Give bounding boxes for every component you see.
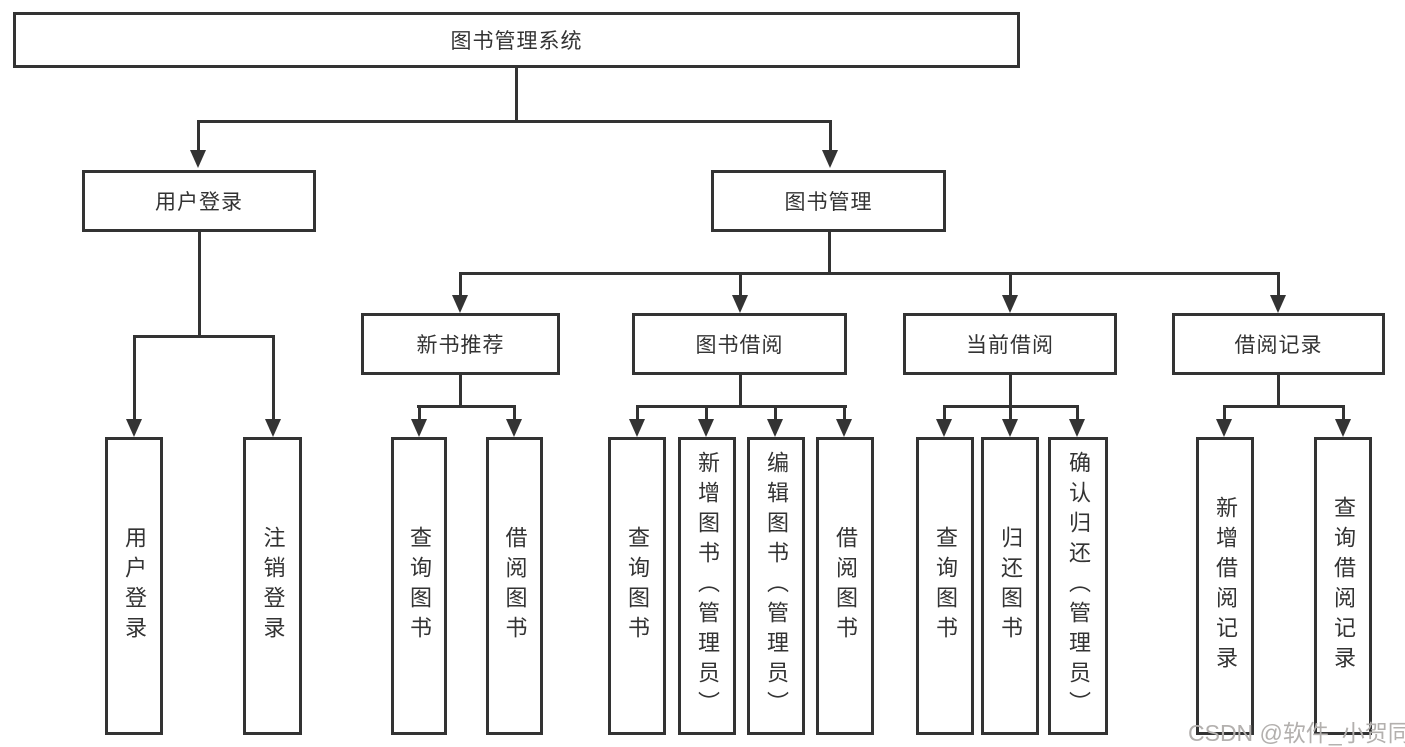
arrow-down-icon xyxy=(698,419,714,437)
node-query-borrow-record: 查询借阅记录 xyxy=(1314,437,1372,735)
node-query-book-borrow: 查询图书 xyxy=(608,437,666,735)
leaf-label: 注销登录 xyxy=(260,526,286,646)
arrow-down-icon xyxy=(506,419,522,437)
connector xyxy=(133,335,275,338)
leaf-label: 查询图书 xyxy=(625,526,650,646)
connector xyxy=(1342,405,1345,419)
node-new-book-recommend: 新书推荐 xyxy=(361,313,560,375)
node-add-book-admin: 新增图书（管理员） xyxy=(678,437,736,735)
connector xyxy=(843,405,846,419)
connector xyxy=(272,335,275,419)
connector xyxy=(417,405,516,408)
node-book-borrow: 图书借阅 xyxy=(632,313,847,375)
arrow-down-icon xyxy=(1002,295,1018,313)
node-query-book-recommend: 查询图书 xyxy=(391,437,447,735)
watermark-text: CSDN @软件_小贺同学 xyxy=(1188,720,1405,746)
node-new-book-recommend-label: 新书推荐 xyxy=(416,334,505,357)
leaf-label: 归还图书 xyxy=(998,526,1023,646)
node-user-login: 用户登录 xyxy=(82,170,316,232)
node-borrow-record: 借阅记录 xyxy=(1172,313,1385,375)
connector xyxy=(198,232,201,335)
leaf-label: 用户登录 xyxy=(122,526,147,646)
connector xyxy=(459,272,1280,275)
leaf-label: 查询借阅记录 xyxy=(1331,496,1356,676)
connector xyxy=(943,405,946,419)
leaf-label: 借阅图书 xyxy=(833,526,858,646)
leaf-label: 查询图书 xyxy=(407,526,432,646)
arrow-down-icon xyxy=(126,419,142,437)
node-edit-book-admin: 编辑图书（管理员） xyxy=(747,437,805,735)
node-return-book: 归还图书 xyxy=(981,437,1039,735)
arrow-down-icon xyxy=(767,419,783,437)
node-book-management: 图书管理 xyxy=(711,170,946,232)
connector xyxy=(133,335,136,419)
leaf-label: 查询图书 xyxy=(933,526,958,646)
leaf-label: 编辑图书（管理员） xyxy=(764,451,789,721)
connector xyxy=(418,405,421,419)
arrow-down-icon xyxy=(822,150,838,168)
connector xyxy=(739,375,742,405)
node-confirm-return-admin: 确认归还（管理员） xyxy=(1048,437,1108,735)
arrow-down-icon xyxy=(265,419,281,437)
arrow-down-icon xyxy=(732,295,748,313)
connector xyxy=(705,405,708,419)
connector xyxy=(829,120,832,150)
connector xyxy=(828,232,831,272)
connector xyxy=(1277,272,1280,295)
node-current-borrow-label: 当前借阅 xyxy=(966,334,1054,357)
node-current-borrow: 当前借阅 xyxy=(903,313,1117,375)
connector xyxy=(459,272,462,295)
leaf-label: 借阅图书 xyxy=(502,526,528,646)
arrow-down-icon xyxy=(1216,419,1232,437)
arrow-down-icon xyxy=(629,419,645,437)
arrow-down-icon xyxy=(1335,419,1351,437)
node-user-login-label: 用户登录 xyxy=(155,191,243,214)
connector xyxy=(774,405,777,419)
node-add-borrow-record: 新增借阅记录 xyxy=(1196,437,1254,735)
arrow-down-icon xyxy=(836,419,852,437)
connector xyxy=(459,375,462,405)
node-root: 图书管理系统 xyxy=(13,12,1020,68)
node-borrow-record-label: 借阅记录 xyxy=(1234,334,1323,357)
leaf-label: 确认归还（管理员） xyxy=(1066,451,1091,721)
arrow-down-icon xyxy=(1270,295,1286,313)
arrow-down-icon xyxy=(1002,419,1018,437)
node-user-login-leaf: 用户登录 xyxy=(105,437,163,735)
connector xyxy=(1223,405,1226,419)
leaf-label: 新增借阅记录 xyxy=(1213,496,1238,676)
connector xyxy=(197,120,200,150)
connector xyxy=(1223,405,1345,408)
arrow-down-icon xyxy=(936,419,952,437)
node-borrow-book-recommend: 借阅图书 xyxy=(486,437,543,735)
connector xyxy=(197,120,832,123)
connector xyxy=(636,405,639,419)
arrow-down-icon xyxy=(1069,419,1085,437)
arrow-down-icon xyxy=(411,419,427,437)
leaf-label: 新增图书（管理员） xyxy=(695,451,720,721)
connector xyxy=(515,68,518,120)
node-logout: 注销登录 xyxy=(243,437,302,735)
node-book-borrow-label: 图书借阅 xyxy=(695,334,784,357)
node-borrow-book-leaf: 借阅图书 xyxy=(816,437,874,735)
node-query-book-current: 查询图书 xyxy=(916,437,974,735)
node-book-management-label: 图书管理 xyxy=(784,191,873,214)
connector xyxy=(1277,375,1280,405)
connector xyxy=(1009,405,1012,419)
connector xyxy=(513,405,516,419)
arrow-down-icon xyxy=(190,150,206,168)
connector xyxy=(1009,375,1012,405)
connector xyxy=(636,405,847,408)
node-root-label: 图书管理系统 xyxy=(450,30,583,53)
connector xyxy=(1009,272,1012,295)
connector xyxy=(1076,405,1079,419)
arrow-down-icon xyxy=(452,295,468,313)
connector xyxy=(739,272,742,295)
